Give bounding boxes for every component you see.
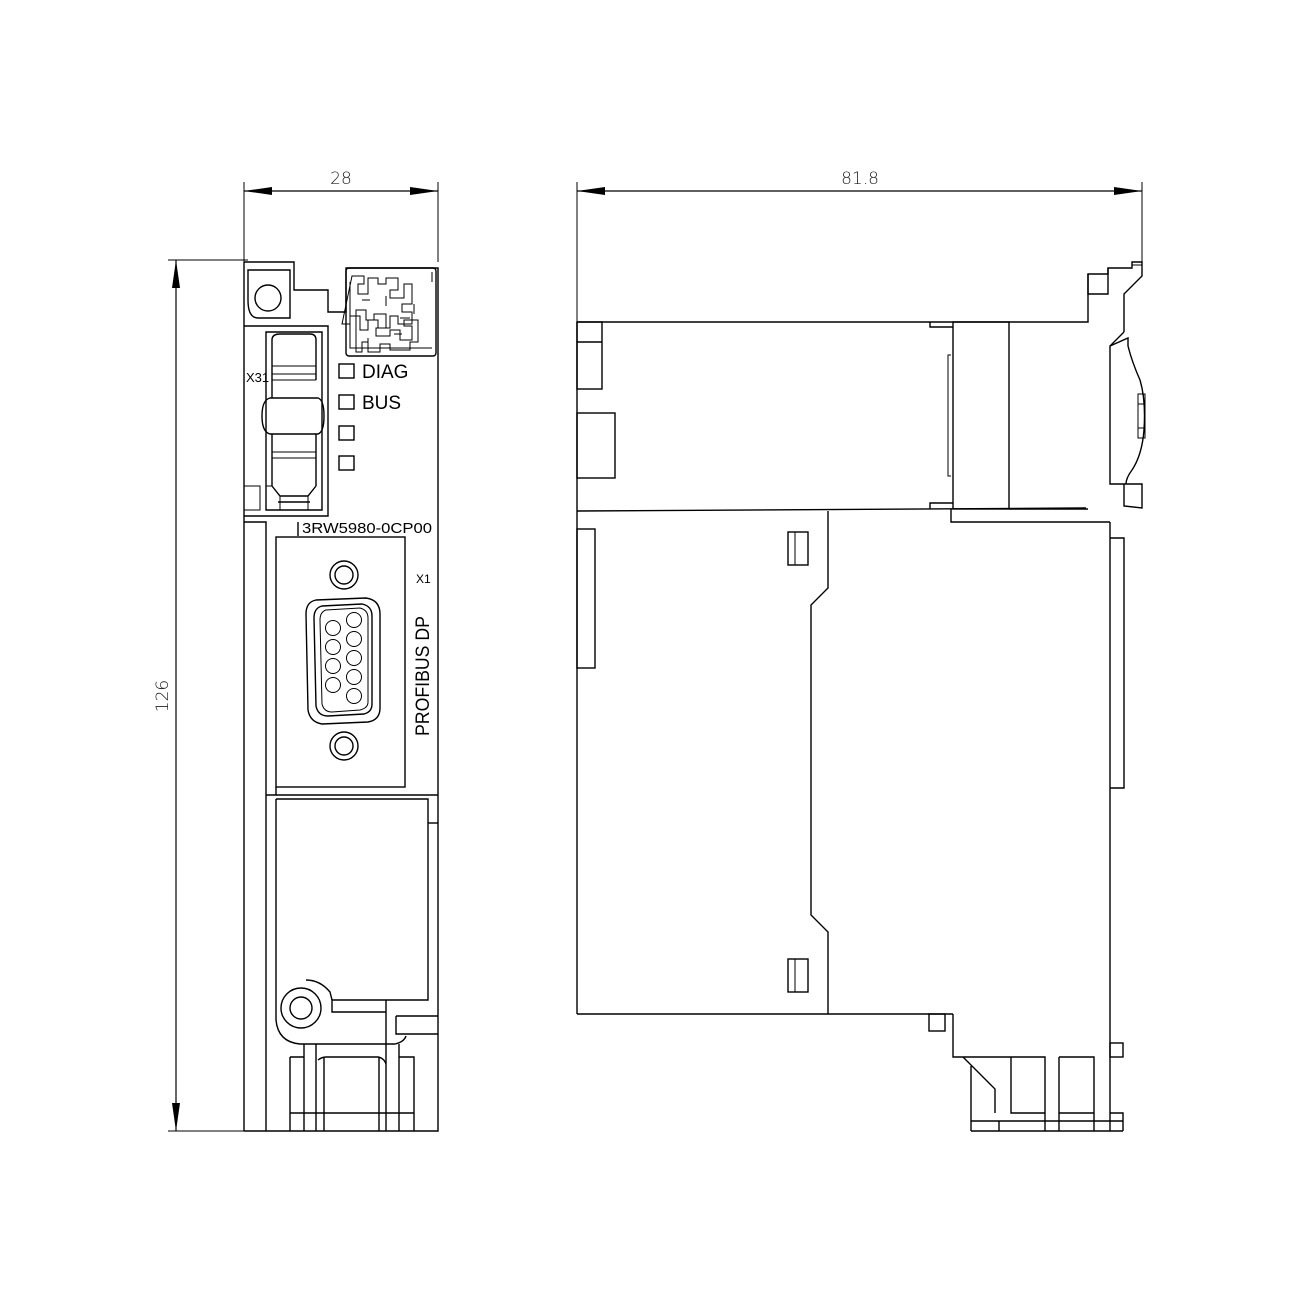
led-4-icon — [338, 455, 355, 471]
latch-icon — [787, 531, 809, 993]
led-3-icon — [338, 425, 355, 441]
screw-icon — [329, 560, 359, 761]
dimension-side-depth: 81.8 — [576, 169, 1143, 322]
x1-label: X1 — [416, 572, 431, 586]
height-value: 126 — [153, 680, 173, 712]
front-width-value: 28 — [330, 169, 352, 189]
side-view — [576, 261, 1146, 1132]
screw-icon — [247, 269, 291, 319]
x31-label: X31 — [246, 370, 269, 385]
led-indicators: DIAG BUS — [338, 362, 408, 471]
front-view: X31 DIAG BUS 3RW5980-0CP00 — [243, 261, 439, 1132]
profibus-plate: X1 PROFIBUS DP — [266, 536, 438, 796]
led-diag-icon — [338, 363, 355, 379]
x31-interface: X31 — [244, 325, 329, 517]
profibus-dp-label: PROFIBUS DP — [413, 616, 434, 736]
screw-icon — [280, 979, 333, 1029]
led-bus-label: BUS — [362, 393, 401, 414]
datamatrix-code-icon — [341, 267, 437, 357]
sub-d-9-connector-icon — [305, 597, 381, 725]
led-diag-label: DIAG — [362, 362, 408, 383]
dimension-front-width: 28 — [243, 169, 439, 262]
article-number: 3RW5980-0CP00 — [302, 520, 432, 537]
lower-cover — [275, 798, 438, 1131]
dimension-height: 126 — [153, 259, 248, 1132]
side-depth-value: 81.8 — [841, 169, 879, 189]
led-bus-icon — [338, 394, 355, 410]
